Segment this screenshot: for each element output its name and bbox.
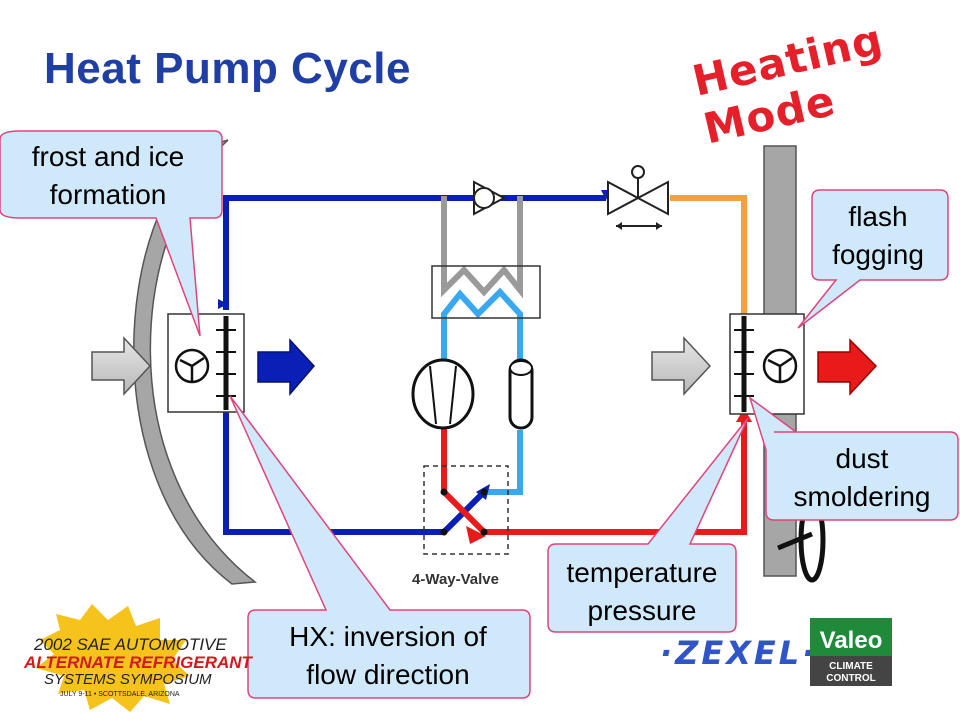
- outdoor-shield: [133, 139, 257, 585]
- valeo-brand: Valeo: [820, 627, 883, 654]
- indoor-air-out-arrow: [817, 338, 878, 396]
- callout-flash-line-2: fogging: [832, 239, 924, 270]
- callout-hx: HX: inversion of flow direction: [229, 395, 531, 699]
- valeo-tagline-2: CONTROL: [826, 673, 875, 684]
- accumulator-icon: [508, 358, 534, 430]
- indoor-air-in-arrow: [651, 336, 712, 396]
- zexel-logo: ·ZEXEL·: [660, 634, 817, 672]
- callout-frost-line-2: formation: [50, 179, 167, 210]
- internal-heat-exchanger: [431, 265, 541, 319]
- valeo-logo: Valeo CLIMATE CONTROL: [810, 618, 892, 686]
- symposium-line-3: SYSTEMS SYMPOSIUM: [44, 671, 212, 688]
- callout-flash: flash fogging: [797, 189, 949, 329]
- callout-temperature: temperature pressure: [547, 417, 749, 633]
- callout-frost-line-1: frost and ice: [32, 141, 185, 172]
- four-way-valve-label: 4-Way-Valve: [412, 571, 499, 588]
- callout-temperature-line-1: temperature: [567, 557, 718, 588]
- callout-flash-line-1: flash: [848, 201, 907, 232]
- callout-temperature-line-2: pressure: [588, 595, 697, 626]
- valeo-tagline-1: CLIMATE: [829, 661, 873, 672]
- callout-dust-line-2: smoldering: [794, 481, 931, 512]
- callout-frost: frost and ice formation: [0, 130, 223, 337]
- four-way-valve: [423, 465, 509, 555]
- callout-hx-line-2: flow direction: [306, 659, 469, 690]
- callout-dust: dust smoldering: [748, 396, 959, 521]
- page-title: Heat Pump Cycle: [44, 44, 411, 93]
- outdoor-air-in-arrow: [91, 336, 152, 396]
- outdoor-fan-icon: [174, 348, 210, 384]
- outdoor-air-out-arrow: [257, 338, 316, 397]
- symposium-line-2: ALTERNATE REFRIGERANT: [23, 653, 254, 672]
- check-valve-icon: [473, 180, 507, 216]
- indoor-fan-icon: [762, 348, 798, 384]
- compressor-icon: [411, 358, 475, 430]
- expansion-valve-icon: [607, 165, 669, 230]
- symposium-line-1: 2002 SAE AUTOMOTIVE: [33, 635, 227, 654]
- symposium-line-4: JULY 9-11 • SCOTTSDALE, ARIZONA: [60, 691, 180, 698]
- callout-hx-line-1: HX: inversion of: [289, 621, 487, 652]
- callout-dust-line-1: dust: [836, 443, 889, 474]
- sae-symposium-logo: 2002 SAE AUTOMOTIVE ALTERNATE REFRIGERAN…: [23, 604, 254, 712]
